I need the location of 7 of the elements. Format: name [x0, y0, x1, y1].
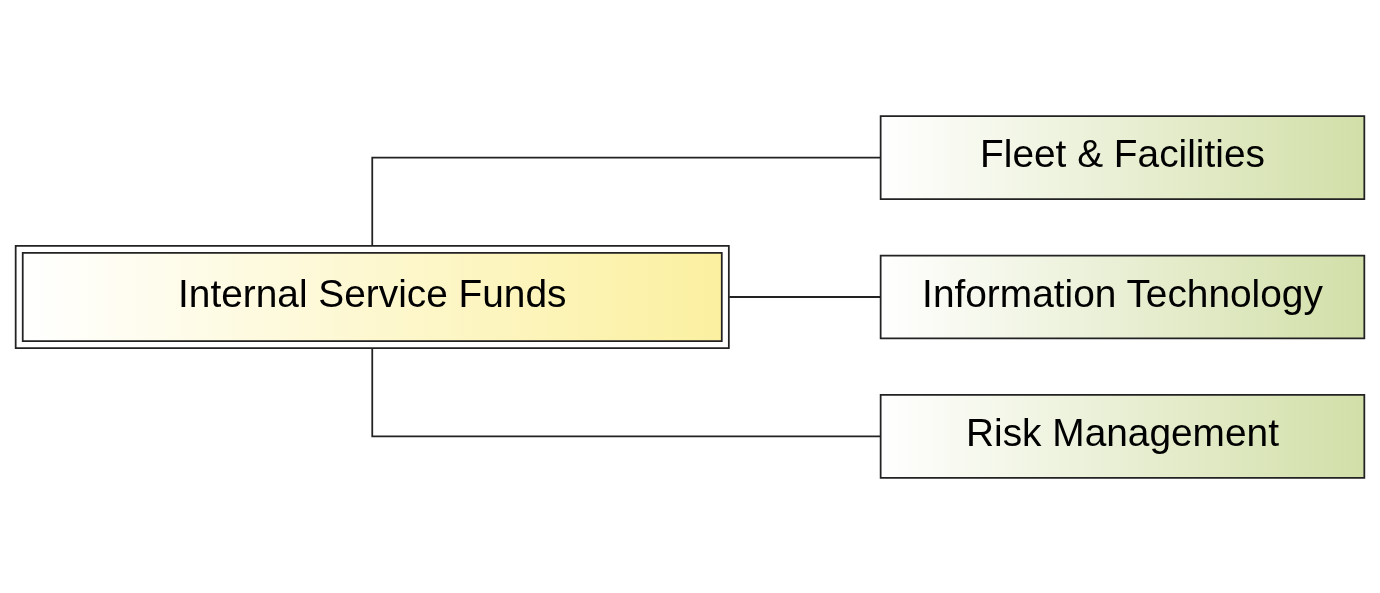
connector: [371, 347, 882, 437]
node-box: Risk Management: [879, 393, 1366, 479]
node-box: Information Technology: [879, 254, 1366, 339]
node-box: Fleet & Facilities: [879, 114, 1366, 200]
connector: [728, 295, 882, 298]
connector: [371, 156, 882, 246]
node-box: Internal Service Funds: [14, 244, 730, 349]
